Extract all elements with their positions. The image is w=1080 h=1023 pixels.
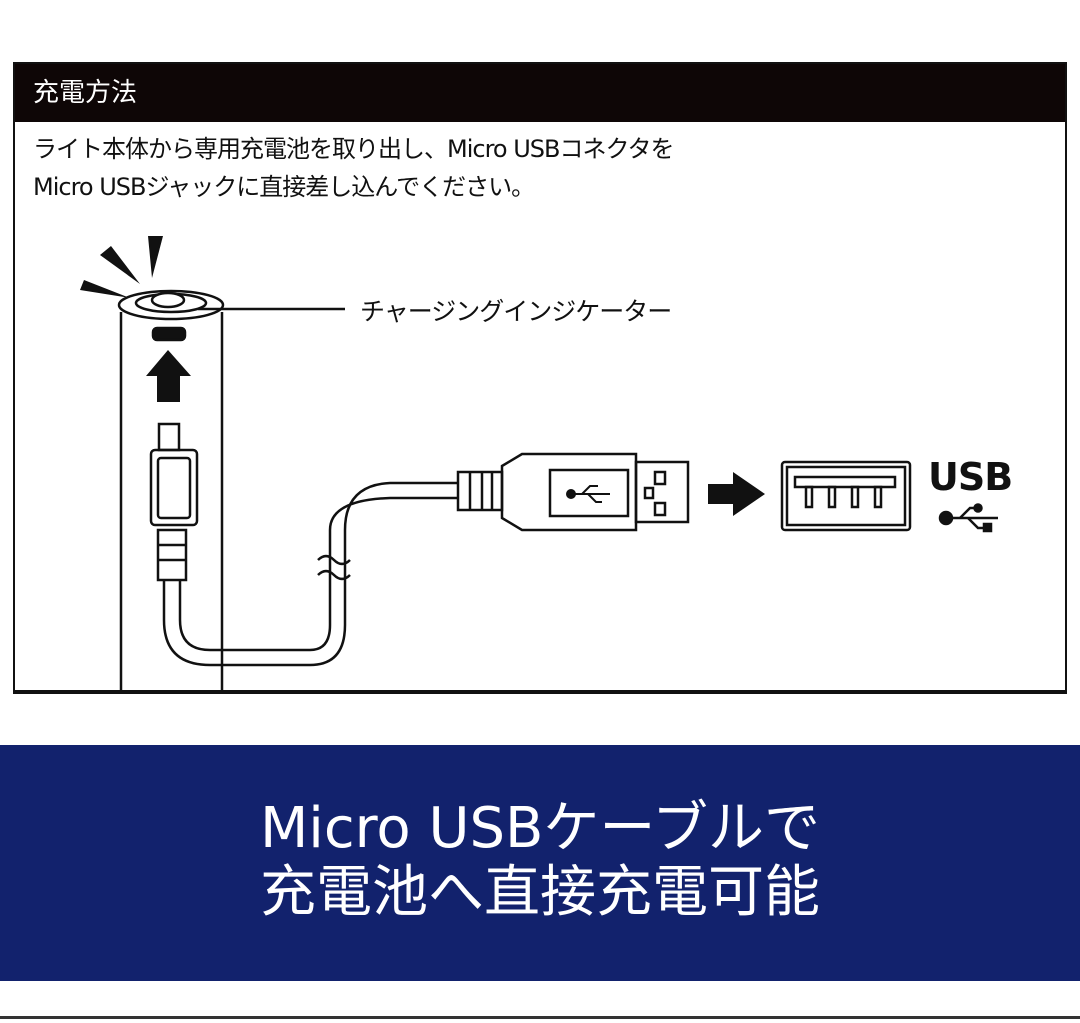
instruction-line-2: Micro USBジャックに直接差し込んでください。 — [33, 173, 535, 201]
bottom-divider — [0, 1016, 1080, 1019]
instruction-line-1: ライト本体から専用充電池を取り出し、Micro USBコネクタを — [33, 135, 675, 163]
banner-line-1: Micro USBケーブルで — [259, 796, 821, 861]
up-arrow-icon — [146, 350, 191, 402]
instruction-text: ライト本体から専用充電池を取り出し、Micro USBコネクタを Micro U… — [33, 130, 675, 206]
micro-usb-plug-icon — [149, 422, 199, 582]
charging-method-panel: 充電方法 — [13, 62, 1067, 694]
banner-line-2: 充電池へ直接充電可能 — [260, 860, 820, 925]
feature-banner: Micro USBケーブルで 充電池へ直接充電可能 — [0, 745, 1080, 981]
light-rays-icon — [80, 236, 163, 298]
charging-diagram — [80, 236, 998, 690]
panel-title: 充電方法 — [15, 64, 1065, 122]
usb-symbol-icon — [566, 485, 610, 503]
usb-logo-text: USB — [928, 455, 1013, 499]
right-arrow-icon — [708, 472, 765, 516]
usb-port-icon — [780, 460, 912, 532]
usb-cable — [162, 481, 458, 667]
charging-indicator-label: チャージングインジケーター — [360, 297, 672, 326]
usb-logo-icon — [938, 503, 998, 533]
usb-a-plug-icon — [456, 452, 690, 532]
battery-icon — [117, 289, 225, 690]
